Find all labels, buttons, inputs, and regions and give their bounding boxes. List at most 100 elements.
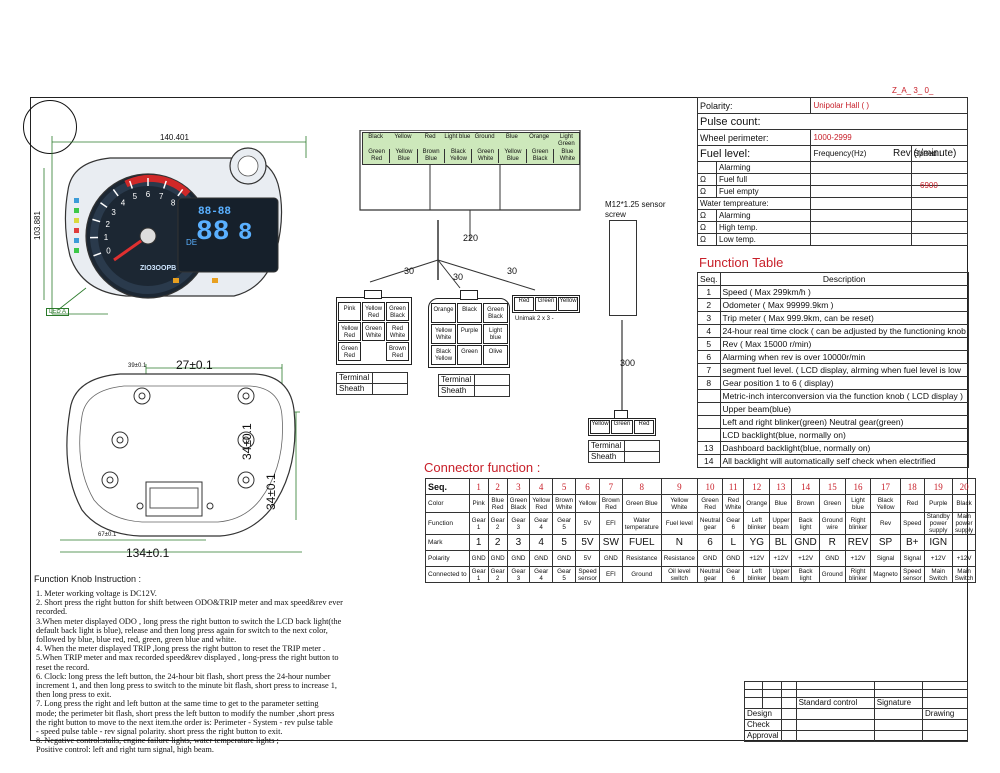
connector-cell: Red xyxy=(899,494,925,513)
harness-wire-label: Light blue xyxy=(444,134,471,140)
connector-cell: Gear 5 xyxy=(552,566,577,583)
connector-cell: Blue xyxy=(769,494,793,513)
knob-instruction-line: 7. Long press the right and left button … xyxy=(36,699,319,709)
harness-wire-label: Yellow Blue xyxy=(389,149,417,163)
connector-cell: 5 xyxy=(552,478,577,495)
function-seq: 7 xyxy=(697,363,721,377)
connector-cell: N xyxy=(660,534,698,551)
connector-cell: Resistance xyxy=(621,550,662,567)
sensor-label: M12*1.25 sensor screw xyxy=(605,200,666,219)
sensor-plug-pin: Yellow xyxy=(590,420,610,434)
connector-cell: Gear 1 xyxy=(468,566,489,583)
connector-cell xyxy=(951,534,977,551)
harness-wire-label: Yellow xyxy=(394,134,412,140)
connector-cell: GND xyxy=(506,550,531,567)
connector-cell: 5 xyxy=(552,534,577,551)
harness-len-c: 30 xyxy=(507,266,518,276)
tach-tick-label: 3 xyxy=(111,208,116,217)
sensor-plug-latch xyxy=(614,410,628,419)
connector-row-label: Function xyxy=(425,512,470,535)
sheath-label: Sheath xyxy=(588,451,625,463)
connector-cell: Main Switch xyxy=(923,566,953,583)
gauge-lcd-big: 88 xyxy=(196,217,230,248)
sheath-label: Sheath xyxy=(336,383,373,395)
ohm-symbol: Ω xyxy=(697,209,717,222)
connector-cell: 6 xyxy=(696,534,724,551)
harness-wire-label: Red xyxy=(424,134,436,140)
function-seq: 2 xyxy=(697,298,721,312)
harness-wire-label: Green Red xyxy=(362,149,390,163)
connector-cell: 3 xyxy=(506,478,531,495)
connector-cell: Left blinker xyxy=(743,566,771,583)
standard-control-label: Standard control xyxy=(795,697,875,709)
connector-cell: +12V xyxy=(951,550,977,567)
connector-cell: +12V xyxy=(769,550,793,567)
plug-a-pin: Green Black xyxy=(386,302,409,321)
connector-cell: Rev xyxy=(870,512,901,535)
connector-cell: Back light xyxy=(791,566,820,583)
connector-cell: 17 xyxy=(870,478,901,495)
back-dim-right2: 34±0.1 xyxy=(264,473,278,510)
knob-instructions: 1. Meter working voltage is DC12V.2. Sho… xyxy=(36,589,426,755)
knob-instruction-line: 4. When the meter displayed TRIP ,long p… xyxy=(36,644,326,654)
connector-cell: 4 xyxy=(529,534,554,551)
connector-cell: Upper beam xyxy=(769,512,793,535)
connector-cell: 20 xyxy=(951,478,977,495)
fuel-alarm-label: Alarming xyxy=(715,161,812,174)
connector-cell: 5V xyxy=(575,512,600,535)
wheel-perimeter-label: Wheel perimeter: xyxy=(696,129,812,146)
plug-b-terminal-table: Terminal Sheath xyxy=(438,374,510,397)
sensor-body xyxy=(609,220,637,316)
harness-wire-label: Brown Blue xyxy=(416,149,445,163)
ohm-symbol: Ω xyxy=(697,185,717,198)
knob-instruction-line: 3.When meter displayed ODO , long press … xyxy=(36,616,342,626)
function-row: Upper beam(blue) xyxy=(697,402,969,416)
knob-title: Function Knob Instruction : xyxy=(34,574,142,584)
connector-cell: 1 xyxy=(468,534,489,551)
connector-cell: Main power supply xyxy=(951,512,977,535)
function-desc: Rev ( Max 15000 r/min) xyxy=(719,337,969,351)
harness-wire-label: Green White xyxy=(471,149,499,163)
connector-cell: Yellow Red xyxy=(529,494,554,513)
ohm-symbol: Ω xyxy=(697,173,717,186)
connector-row-label: Color xyxy=(425,494,470,513)
connector-cell: 6 xyxy=(575,478,600,495)
pulse-count-label: Pulse count: xyxy=(697,113,968,130)
function-seq: 4 xyxy=(697,324,721,338)
plug-b-pin: Olive xyxy=(483,345,508,365)
connector-cell: Brown xyxy=(791,494,820,513)
knob-instruction-line: reset the record. xyxy=(36,662,90,672)
function-seq: 5 xyxy=(697,337,721,351)
connector-cell: B+ xyxy=(899,534,925,551)
connector-cell: YG xyxy=(743,534,771,551)
connector-cell: GND xyxy=(791,534,820,551)
plug-a-pin: Green White xyxy=(362,322,385,341)
connector-cell: 12 xyxy=(743,478,771,495)
signature-label: Signature xyxy=(873,697,924,709)
connector-cell: Gear 3 xyxy=(506,566,531,583)
function-seq xyxy=(697,389,721,403)
harness-wire-label: Yellow Blue xyxy=(498,149,526,163)
connector-cell: Green Black xyxy=(506,494,531,513)
connector-cell: Gear 3 xyxy=(506,512,531,535)
gauge-back-drawing xyxy=(60,364,302,553)
connector-cell: 19 xyxy=(923,478,953,495)
plug-b-code: Unimak 2 x 3 - xyxy=(515,316,554,322)
knob-instruction-line: - speed pulse table - rev signal polarit… xyxy=(36,727,283,737)
connector-cell: Speed sensor xyxy=(899,566,925,583)
connector-cell: Brown White xyxy=(552,494,577,513)
plug-a-pin: Yellow Red xyxy=(338,322,361,341)
connector-plug-a-latch xyxy=(364,290,382,299)
function-row: Left and right blinker(green) Neutral ge… xyxy=(697,415,969,429)
connector-row-label: Polarity xyxy=(425,550,470,567)
plug-b-pin: Light blue xyxy=(483,324,508,344)
tach-tick-label: 7 xyxy=(159,192,164,201)
connector-cell: Magneto xyxy=(870,566,901,583)
fuel-full-label: Fuel full xyxy=(715,173,812,186)
connector-cell: Signal xyxy=(870,550,901,567)
